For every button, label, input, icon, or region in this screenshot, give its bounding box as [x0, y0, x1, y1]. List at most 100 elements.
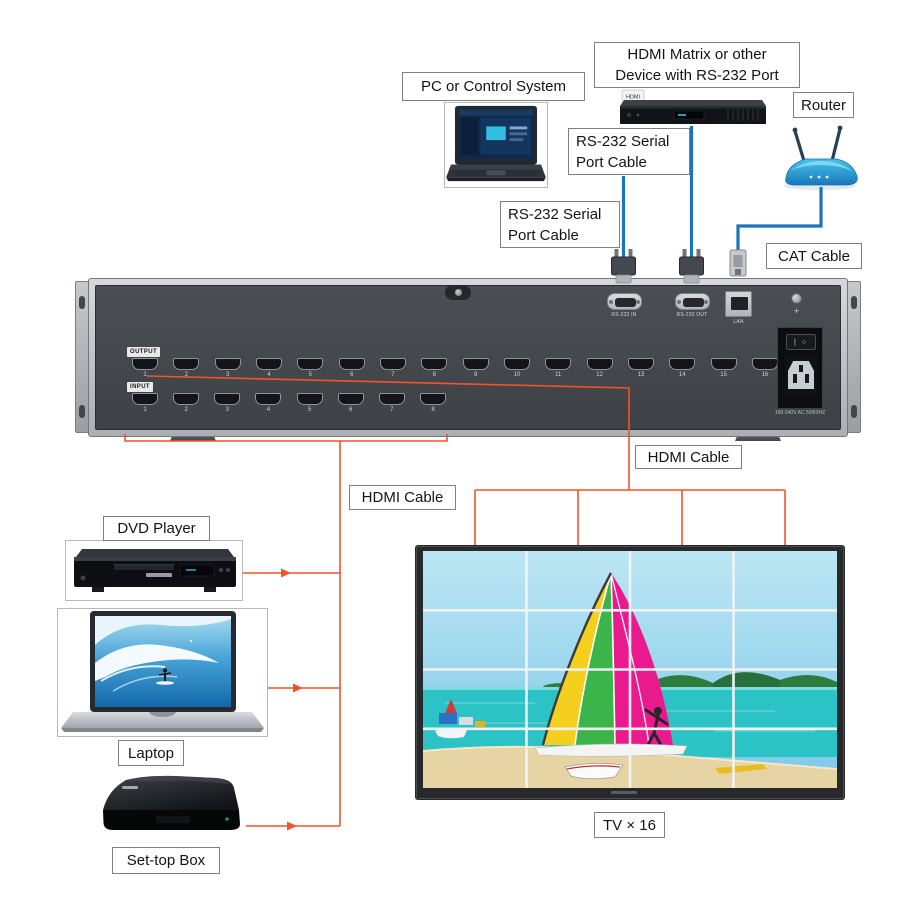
socket-pin — [799, 365, 803, 372]
hdmi-matrix-device-image: HDMI — [620, 89, 766, 124]
set-top-box-image — [103, 775, 240, 830]
label-hdmi-cable-output: HDMI Cable — [635, 445, 742, 469]
rj45-slot — [731, 297, 748, 310]
laptop-image — [61, 611, 264, 732]
hdmi-port-number: 8 — [431, 407, 435, 413]
label-text: TV × 16 — [603, 816, 656, 834]
label-rs232-cable-top: RS-232 Serial Port Cable — [568, 128, 690, 175]
label-text: HDMI Cable — [361, 489, 444, 506]
hdmi-port: 2 — [172, 358, 200, 382]
rack-hole — [79, 405, 85, 418]
hdmi-port-number: 7 — [390, 407, 394, 413]
screw-hole — [704, 300, 708, 304]
hdmi-port-number: 14 — [678, 372, 686, 378]
dvd-player-image — [74, 549, 236, 592]
router-antennas — [793, 127, 842, 163]
screw-hole — [677, 300, 681, 304]
hdmi-port-slot — [132, 358, 158, 370]
hdmi-port: 7 — [379, 358, 407, 382]
hdmi-port: 15 — [710, 358, 738, 382]
power-socket — [785, 354, 817, 396]
hdmi-port-number: 5 — [308, 372, 312, 378]
lan-label: LAN — [733, 319, 744, 325]
hdmi-port: 13 — [627, 358, 655, 382]
lan-connector — [725, 291, 752, 317]
hdmi-port-number: 1 — [143, 372, 147, 378]
power-rating-text: 100-240V AC 50/60HZ — [774, 410, 826, 416]
hdmi-tag-text: HDMI — [626, 95, 641, 101]
hdmi-port-number: 6 — [349, 407, 353, 413]
rack-hole — [851, 405, 857, 418]
label-text: Router — [800, 96, 847, 114]
hdmi-port-slot — [132, 393, 158, 405]
label-text: DVD Player — [117, 520, 196, 537]
hdmi-port: 6 — [338, 358, 366, 382]
hdmi-port-slot — [586, 358, 613, 370]
hdmi-port-number: 4 — [267, 372, 271, 378]
label-hdmi-matrix-device: HDMI Matrix or other Device with RS-232 … — [594, 42, 800, 88]
hdmi-port-slot — [419, 393, 446, 405]
hdmi-port-slot — [173, 393, 200, 405]
hdmi-port-slot — [421, 358, 448, 370]
label-hdmi-cable-input: HDMI Cable — [349, 485, 456, 510]
hdmi-port-slot — [173, 358, 200, 370]
label-dvd-player: DVD Player — [103, 516, 210, 541]
hdmi-port-number: 4 — [266, 407, 271, 413]
hdmi-port: 7 — [378, 393, 406, 417]
hdmi-port-number: 5 — [307, 407, 312, 413]
label-laptop: Laptop — [118, 740, 184, 766]
pc-image-box — [444, 102, 548, 188]
hdmi-port-number: 2 — [184, 372, 188, 378]
hdmi-port-number: 13 — [637, 372, 645, 378]
label-tv-count: TV × 16 — [594, 812, 665, 838]
hdmi-port: 6 — [337, 393, 365, 417]
router-image — [784, 125, 858, 190]
hdmi-port: 16 — [751, 358, 779, 382]
hdmi-port-number: 10 — [513, 372, 521, 378]
hdmi-port: 14 — [668, 358, 696, 382]
handle-notch — [445, 285, 471, 300]
label-text: Device with RS-232 Port — [615, 67, 779, 84]
label-text: HDMI Matrix or other — [627, 46, 767, 63]
dvd-image-box — [65, 540, 243, 601]
hdmi-port-slot — [214, 393, 241, 405]
ground-plus-mark: + — [794, 306, 800, 316]
hdmi-port-number: 6 — [349, 372, 354, 378]
hdmi-port-number: 7 — [391, 372, 395, 378]
hdmi-port-slot — [545, 358, 572, 370]
hdmi-port: 5 — [296, 358, 324, 382]
laptop-image-box — [57, 608, 268, 737]
label-text: Port Cable — [508, 226, 579, 244]
hdmi-port-slot — [338, 358, 365, 370]
db9-slot — [615, 298, 636, 307]
hdmi-port-slot — [751, 358, 778, 370]
label-text: PC or Control System — [420, 78, 567, 95]
arrowhead-icon — [281, 568, 291, 578]
hdmi-port-slot — [255, 393, 282, 405]
screw-hole — [609, 300, 613, 304]
hdmi-port: 3 — [214, 358, 242, 382]
hdmi-port-number: 12 — [596, 372, 603, 378]
hdmi-port-number: 15 — [720, 372, 727, 378]
label-text: RS-232 Serial — [576, 132, 670, 150]
hdmi-port: 1 — [131, 358, 159, 382]
power-module: | ○ — [777, 327, 823, 409]
hdmi-port: 9 — [462, 358, 490, 382]
arrowhead-icon — [293, 683, 303, 693]
ground-screw-icon — [791, 293, 802, 304]
hdmi-port-slot — [379, 358, 406, 370]
label-router: Router — [793, 92, 854, 118]
arrowhead-icon — [287, 821, 297, 831]
hdmi-port-slot — [255, 358, 282, 370]
input-badge: INPUT — [127, 382, 153, 392]
hdmi-port: 2 — [172, 393, 200, 417]
power-switch: | ○ — [786, 334, 816, 350]
hdmi-port: 8 — [419, 393, 447, 417]
hdmi-port: 4 — [254, 393, 282, 417]
rs232-in-connector — [607, 293, 642, 310]
rs232-out-connector — [675, 293, 710, 310]
rack-hole — [851, 296, 857, 309]
hdmi-port-slot — [337, 393, 364, 405]
